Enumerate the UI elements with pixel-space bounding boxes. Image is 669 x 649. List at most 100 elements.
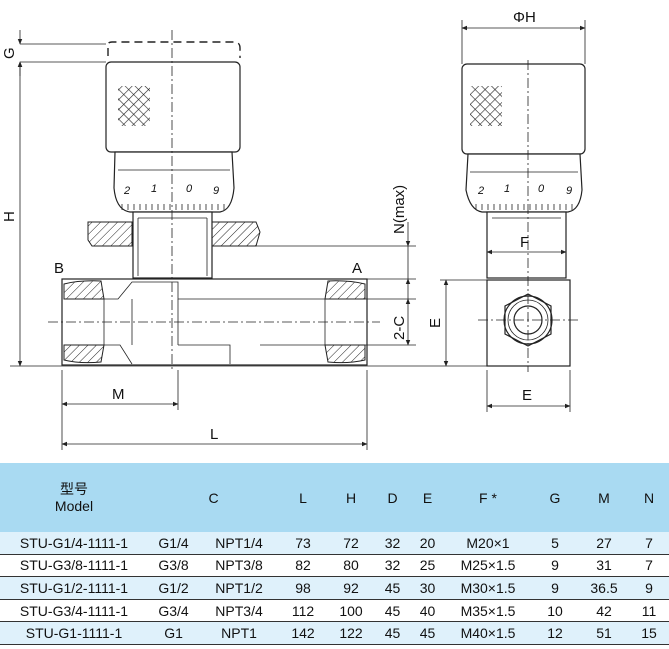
cell-e: 40 [410, 599, 445, 623]
header-model-en: Model [54, 497, 94, 514]
cell-f: M20×1 [445, 532, 531, 555]
cell-model: STU-G1/4-1111-1 [0, 532, 148, 555]
side-dimensions: ΦH F E E [427, 9, 586, 412]
cell-d: 32 [375, 532, 410, 555]
cell-l: 142 [279, 621, 327, 645]
table-row: STU-G1/4-1111-1 G1/4 NPT1/4 73 72 32 20 … [0, 532, 669, 555]
header-g: G [549, 489, 561, 506]
cell-c1: G3/4 [148, 599, 200, 623]
cell-c2: NPT3/4 [199, 599, 279, 623]
cell-e: 20 [410, 532, 445, 555]
side-handle-knurl [470, 86, 502, 126]
cell-model: STU-G1-1111-1 [0, 621, 148, 645]
header-c: C [208, 489, 219, 506]
table-header-row: 型号 Model C L H D E F * G M N [0, 463, 669, 532]
cell-l: 98 [279, 576, 327, 600]
cell-d: 32 [375, 554, 410, 578]
cell-m: 36.5 [579, 576, 629, 600]
cell-n: 7 [629, 554, 669, 578]
side-body [486, 279, 571, 367]
cell-f: M25×1.5 [445, 554, 531, 578]
cell-g: 5 [531, 532, 579, 555]
header-model: 型号 Model [0, 463, 148, 532]
bonnet [132, 211, 213, 279]
side-bonnet [486, 211, 567, 279]
table-row: STU-G3/4-1111-1 G3/4 NPT3/4 112 100 45 4… [0, 599, 669, 623]
cell-l: 112 [279, 599, 327, 623]
header-d: D [387, 489, 398, 506]
valve-drawing: 2 1 0 9 B A [1, 9, 586, 450]
cell-l: 82 [279, 554, 327, 578]
cell-n: 9 [629, 576, 669, 600]
port-right-bottom [324, 344, 366, 364]
cell-n: 11 [629, 599, 669, 623]
port-b-label: B [54, 260, 64, 277]
table-row: STU-G3/8-1111-1 G3/8 NPT3/8 82 80 32 25 … [0, 554, 669, 578]
cell-g: 9 [531, 576, 579, 600]
cell-d: 45 [375, 621, 410, 645]
cell-m: 51 [579, 621, 629, 645]
side-scale-digit: 2 [477, 185, 484, 197]
cell-f: M30×1.5 [445, 576, 531, 600]
dim-e-horizontal-label: E [522, 387, 532, 404]
dim-h-label: H [1, 211, 18, 222]
header-n: N [643, 489, 655, 506]
spec-table: 型号 Model C L H D E F * G M N STU-G1/4-11… [0, 463, 669, 645]
table-row: STU-G1-1111-1 G1 NPT1 142 122 45 45 M40×… [0, 621, 669, 645]
dim-2c-label: 2-C [391, 316, 408, 340]
cell-g: 12 [531, 621, 579, 645]
scale-digit: 0 [186, 183, 193, 195]
header-l: L [299, 489, 307, 506]
cell-c1: G1 [148, 621, 200, 645]
cell-model: STU-G3/4-1111-1 [0, 599, 148, 623]
cell-n: 7 [629, 532, 669, 555]
cell-h: 100 [327, 599, 375, 623]
table-row: STU-G1/2-1111-1 G1/2 NPT1/2 98 92 45 30 … [0, 576, 669, 600]
cell-e: 25 [410, 554, 445, 578]
cell-e: 45 [410, 621, 445, 645]
cell-d: 45 [375, 599, 410, 623]
dim-m-label: M [112, 386, 125, 403]
dim-f-label: F [520, 234, 529, 251]
cell-l: 73 [279, 532, 327, 555]
port-a-label: A [352, 260, 362, 277]
cell-model: STU-G3/8-1111-1 [0, 554, 148, 578]
cell-h: 72 [327, 532, 375, 555]
header-model-cn: 型号 [60, 480, 88, 497]
handle-knurl [118, 86, 150, 126]
cell-g: 10 [531, 599, 579, 623]
scale-ring [113, 151, 235, 213]
scale-digit: 1 [151, 183, 157, 195]
lock-nut-right [211, 221, 261, 247]
cell-h: 122 [327, 621, 375, 645]
side-view: 2 1 0 9 [461, 60, 586, 372]
cell-m: 27 [579, 532, 629, 555]
side-scale-digit: 9 [566, 185, 572, 197]
header-e: E [422, 489, 433, 506]
cell-h: 80 [327, 554, 375, 578]
side-scale-ring [465, 153, 583, 213]
header-f: F * [479, 489, 497, 506]
cell-model: STU-G1/2-1111-1 [0, 576, 148, 600]
cell-n: 15 [629, 621, 669, 645]
cell-c1: G3/8 [148, 554, 200, 578]
header-h: H [345, 489, 357, 506]
cell-c2: NPT1/4 [199, 532, 279, 555]
side-scale-digit: 1 [504, 183, 510, 195]
cell-e: 30 [410, 576, 445, 600]
lock-nut-left [87, 221, 133, 247]
cell-c1: G1/2 [148, 576, 200, 600]
cell-m: 42 [579, 599, 629, 623]
cell-h: 92 [327, 576, 375, 600]
cell-g: 9 [531, 554, 579, 578]
cell-c2: NPT1 [199, 621, 279, 645]
port-left-top [63, 280, 105, 300]
port-left-bottom [63, 344, 105, 364]
cell-f: M40×1.5 [445, 621, 531, 645]
scale-ticks [121, 204, 225, 210]
dim-n-label: N(max) [391, 185, 408, 234]
handle-open-outline [107, 41, 241, 58]
port-right-top [324, 280, 366, 300]
front-dimensions: G H M L N(max) 2-C [1, 30, 416, 450]
cell-m: 31 [579, 554, 629, 578]
